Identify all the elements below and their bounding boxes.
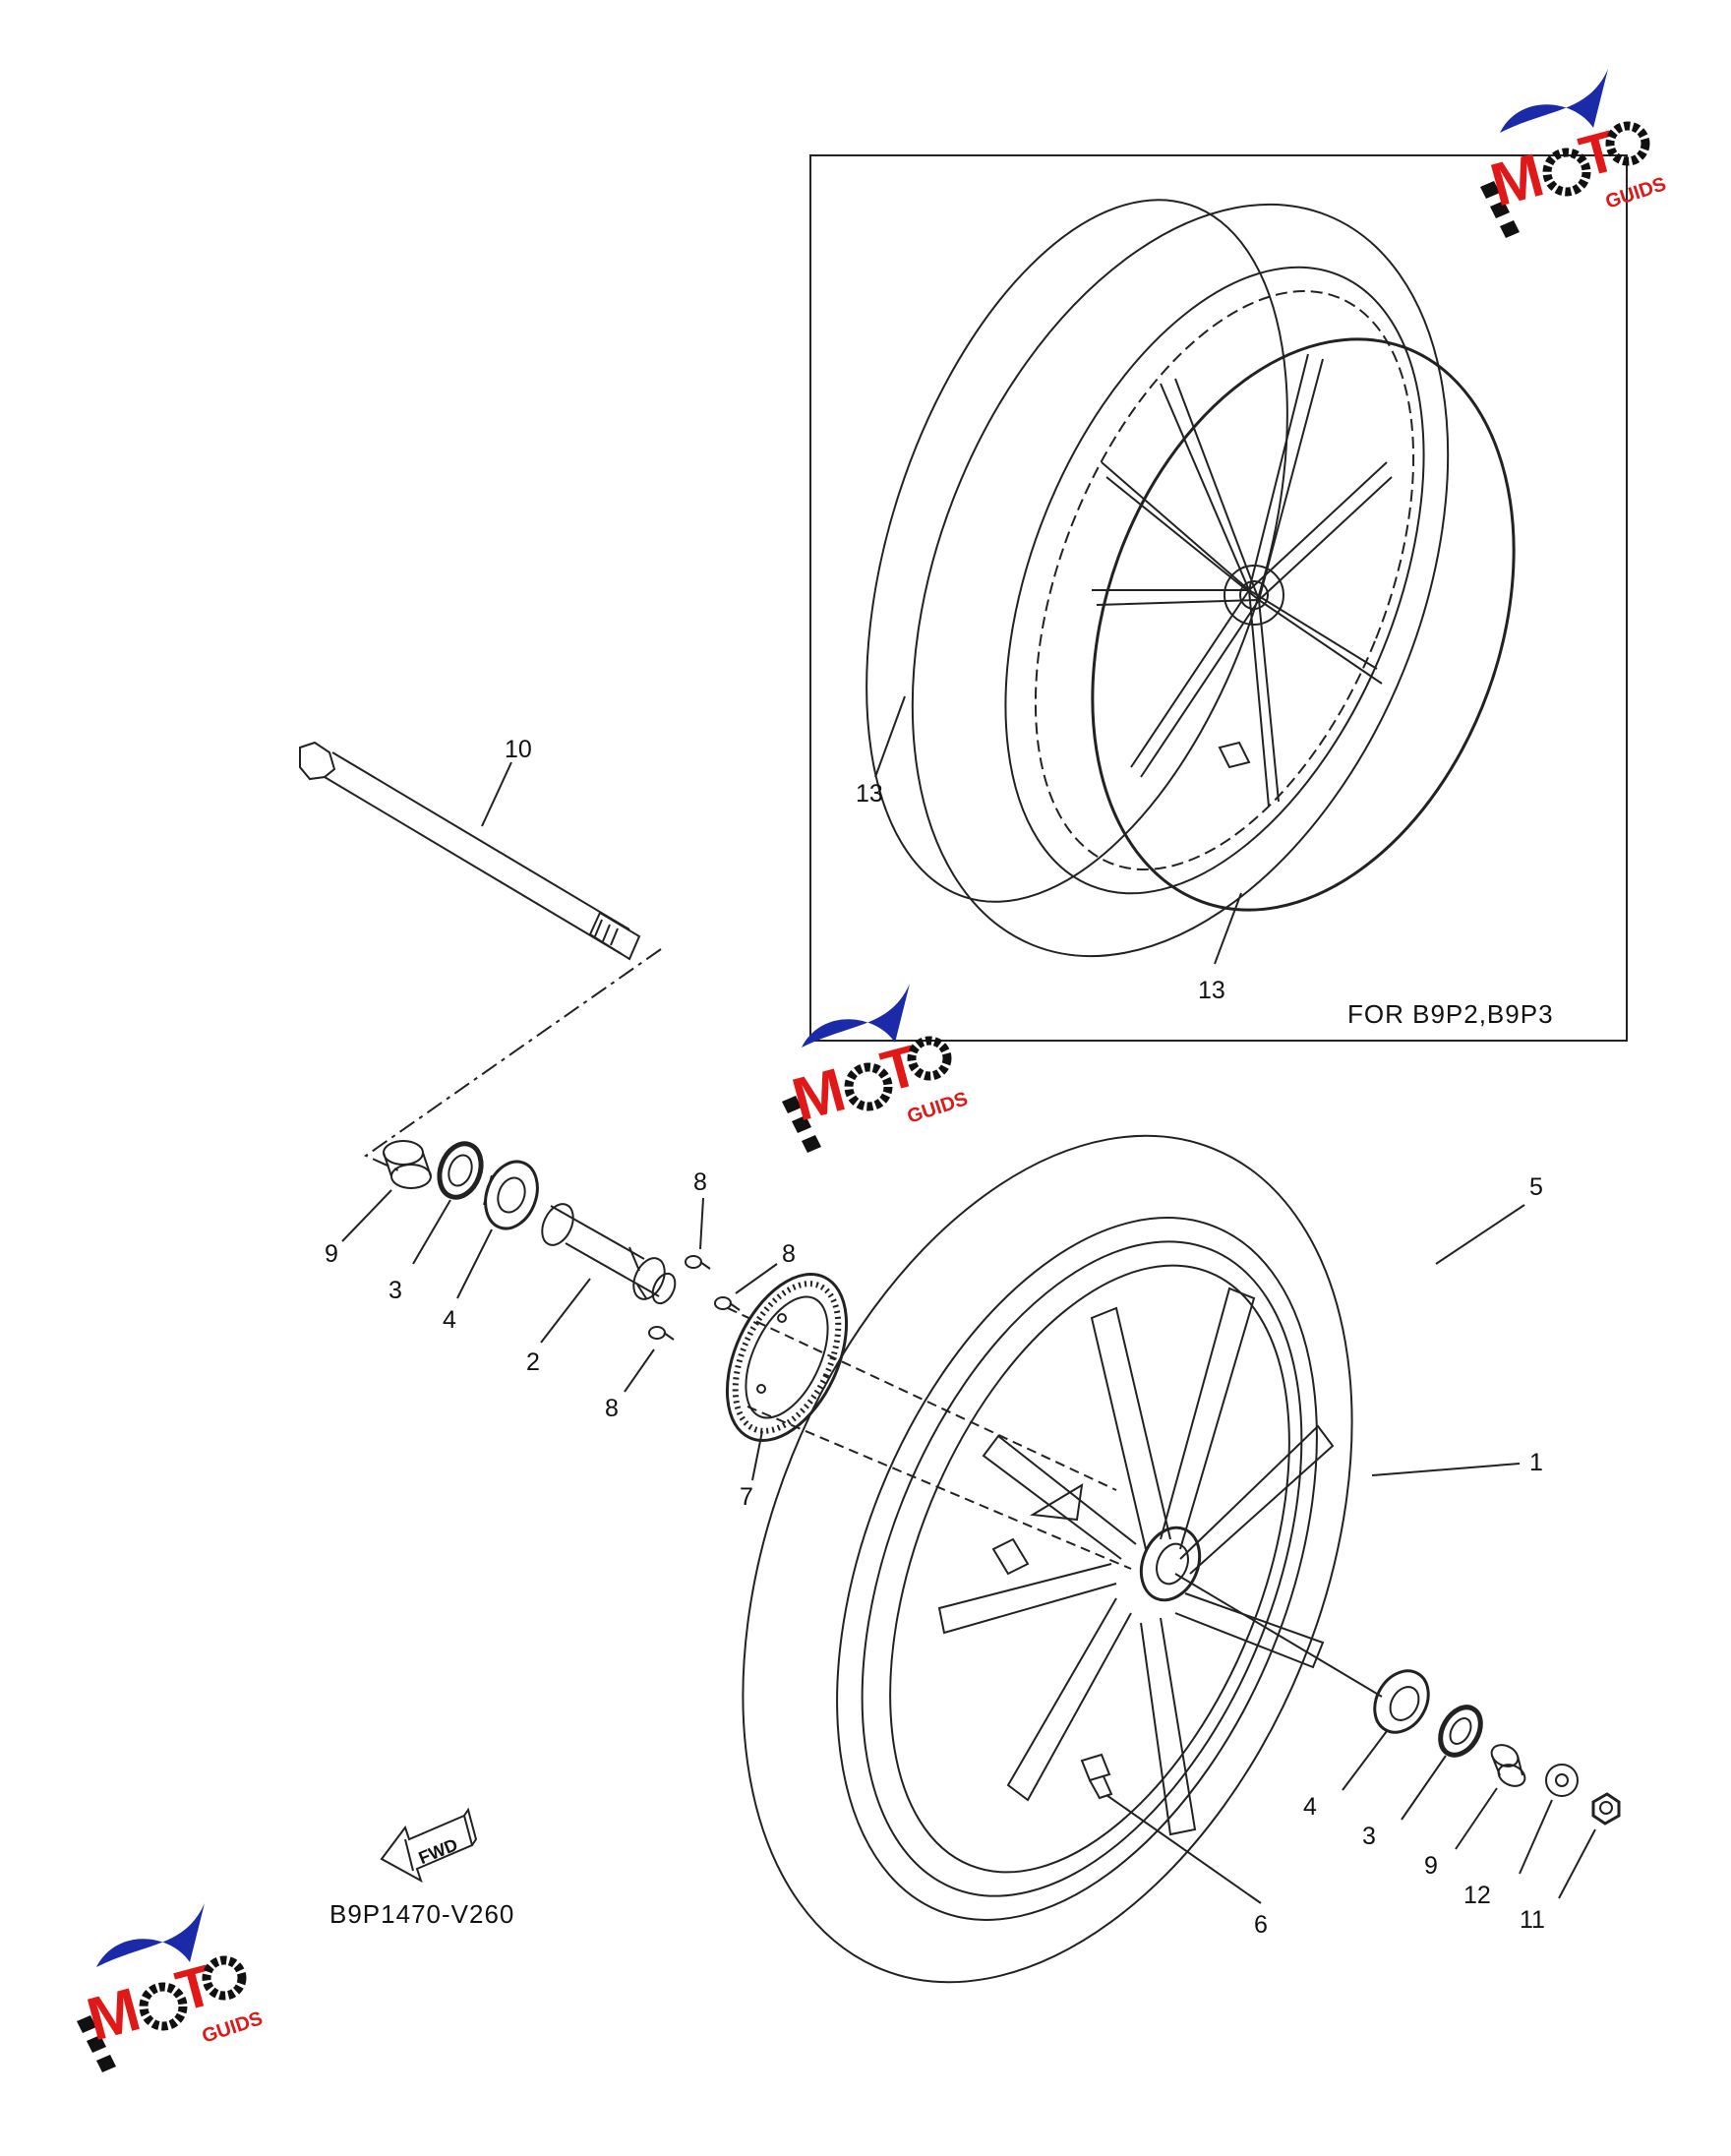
projection-line-bottom xyxy=(746,1406,1132,1570)
callout-3b: 3 xyxy=(1362,1823,1376,1850)
callout-9b: 9 xyxy=(1424,1852,1438,1880)
inset-rim-outer xyxy=(1004,266,1425,895)
leader-2 xyxy=(540,1278,591,1344)
fwd-arrow-icon xyxy=(380,1807,478,1884)
axle-nut xyxy=(1591,1792,1621,1826)
leader-8a xyxy=(699,1197,704,1250)
callout-13b: 13 xyxy=(1198,977,1225,1004)
inset-frame xyxy=(809,154,1628,1042)
leader-12 xyxy=(1519,1799,1553,1875)
callout-10: 10 xyxy=(505,736,532,763)
leader-8b xyxy=(735,1263,778,1294)
tire-valve xyxy=(1080,1753,1113,1800)
leader-7 xyxy=(751,1430,763,1481)
oil-seal-right xyxy=(1438,1705,1483,1758)
projection-line-top xyxy=(727,1307,1117,1491)
leader-3b xyxy=(1401,1755,1447,1821)
leader-1 xyxy=(1371,1463,1521,1476)
sensor-rotor xyxy=(725,1273,849,1442)
inset-valve xyxy=(1218,741,1251,769)
wheel-hub xyxy=(1139,1526,1202,1602)
spacer-collar xyxy=(541,1203,677,1305)
axle-shaft xyxy=(299,741,641,961)
wheel-spokes xyxy=(937,1287,1335,1836)
callout-6: 6 xyxy=(1254,1911,1268,1939)
leader-6 xyxy=(1105,1794,1262,1904)
bolt-middle xyxy=(714,1296,741,1311)
bolt-top xyxy=(685,1255,711,1270)
leader-9b xyxy=(1455,1787,1498,1850)
watermark-logo-top-right xyxy=(1480,69,1669,238)
callout-3a: 3 xyxy=(388,1277,402,1304)
wheel-rim-outer xyxy=(836,1217,1318,1921)
callout-1: 1 xyxy=(1529,1449,1543,1476)
leader-9a xyxy=(341,1189,392,1242)
axle-centerline xyxy=(363,948,662,1171)
wheel-rim-inner xyxy=(889,1264,1290,1874)
inset-rim-inner xyxy=(1034,290,1415,870)
inset-tire xyxy=(911,203,1450,958)
bearing-left xyxy=(483,1160,539,1230)
leader-8c xyxy=(624,1348,655,1393)
inset-note: FOR B9P2,B9P3 xyxy=(1347,999,1554,1029)
callout-4a: 4 xyxy=(443,1306,456,1334)
leader-3a xyxy=(412,1199,451,1265)
oil-seal-left xyxy=(437,1141,484,1200)
callout-8b: 8 xyxy=(782,1240,796,1268)
inset-spokes xyxy=(1092,353,1393,808)
leader-4a xyxy=(456,1228,493,1299)
wheel-rim-lip xyxy=(861,1240,1303,1897)
callout-4b: 4 xyxy=(1303,1793,1317,1821)
tire xyxy=(742,1134,1353,1984)
callout-2: 2 xyxy=(526,1348,540,1376)
watermark-logo-bottom-left xyxy=(77,1903,266,2072)
bearing-right xyxy=(1373,1669,1430,1734)
leader-11 xyxy=(1558,1828,1596,1899)
callout-8a: 8 xyxy=(693,1168,707,1196)
callout-11: 11 xyxy=(1520,1906,1545,1934)
leader-13a xyxy=(874,695,906,778)
callout-13a: 13 xyxy=(856,780,883,808)
leader-5 xyxy=(1435,1204,1525,1265)
leader-13b xyxy=(1214,892,1242,965)
callout-12: 12 xyxy=(1463,1882,1491,1909)
inset-seal-ring xyxy=(1091,337,1516,912)
washer xyxy=(1545,1764,1579,1797)
collar-right xyxy=(1490,1744,1526,1787)
collar-left xyxy=(383,1140,432,1189)
diagram-code: B9P1470-V260 xyxy=(329,1899,514,1929)
fwd-label: FWD xyxy=(416,1834,460,1868)
callout-7: 7 xyxy=(740,1483,753,1511)
callout-8c: 8 xyxy=(605,1395,619,1422)
hub-centerline xyxy=(1174,1573,1383,1698)
bolt-bottom xyxy=(648,1326,675,1341)
callout-5: 5 xyxy=(1529,1173,1543,1201)
leader-10 xyxy=(481,761,512,827)
callout-9a: 9 xyxy=(325,1240,338,1268)
leader-4b xyxy=(1342,1730,1388,1791)
